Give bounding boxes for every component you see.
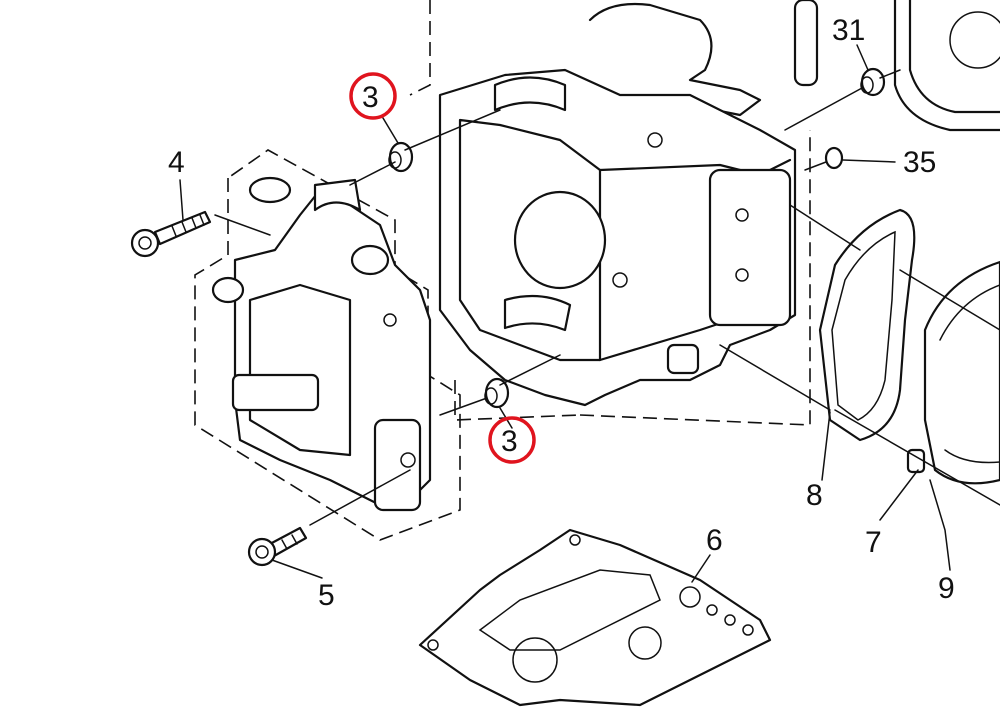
- bolt-hole: [735, 208, 749, 222]
- head-port: [211, 276, 245, 304]
- gasket-bore: [949, 11, 1000, 69]
- callout-31: 31: [832, 14, 865, 47]
- head-side-boss: [373, 418, 422, 512]
- highlight-circle-top: [349, 72, 397, 120]
- callout-4: 4: [168, 146, 185, 179]
- crankcase-dashed-boundary: [409, 0, 811, 426]
- callout-7: 7: [865, 526, 882, 559]
- gasket-port: [628, 626, 662, 660]
- gasket-hole: [569, 534, 581, 546]
- bolt-5: [247, 526, 308, 567]
- block-drain-fitting: [666, 343, 700, 375]
- gasket-port: [512, 637, 558, 683]
- callout-35: 35: [903, 146, 936, 179]
- block-mounting-face: [708, 168, 792, 327]
- dowel-pin-31: [860, 67, 886, 97]
- callout-9: 9: [938, 572, 955, 605]
- head-port: [350, 244, 390, 276]
- gasket-hole: [724, 614, 736, 626]
- cam-saddle: [313, 178, 362, 212]
- callout-8: 8: [806, 479, 823, 512]
- bolt-hole: [735, 268, 749, 282]
- gasket-hole: [706, 604, 718, 616]
- gasket-inner-outline: [478, 569, 661, 651]
- callout-5: 5: [318, 579, 335, 612]
- head-gasket-top: [893, 0, 1000, 132]
- callout-6: 6: [706, 524, 723, 557]
- exhaust-cover-inner: [939, 284, 1000, 464]
- assembly-guide-lines: [214, 69, 1000, 526]
- rod-part: [793, 0, 819, 87]
- gasket-hole: [742, 624, 754, 636]
- exhaust-cover: [923, 260, 1000, 485]
- cover-gasket: [818, 208, 916, 442]
- callout-3-top: 3: [362, 81, 379, 114]
- gasket-hole: [679, 586, 701, 608]
- bolt-hole: [383, 313, 397, 327]
- head-thermostat-boss: [248, 176, 292, 204]
- cover-gasket-inner: [831, 230, 896, 421]
- bolt-hole: [647, 132, 663, 148]
- bottom-bearing-saddle: [503, 294, 572, 332]
- head-inner-detail: [248, 283, 352, 457]
- bolt-hole: [400, 452, 416, 468]
- leader-lines: [179, 44, 951, 583]
- callout-3-bottom: 3: [501, 425, 518, 458]
- o-ring-35: [824, 146, 844, 170]
- top-bearing-saddle: [493, 76, 567, 112]
- upper-fitting: [588, 2, 762, 117]
- dowel-pin-bottom: [484, 377, 510, 409]
- dowel-pin-top: [388, 141, 414, 173]
- cylinder-bore: [513, 190, 607, 290]
- bolt-4: [130, 210, 212, 258]
- head-rib: [231, 373, 320, 412]
- cylinder-head-dashed-boundary: [194, 149, 461, 541]
- lower-gasket: [418, 528, 772, 707]
- gasket-hole: [427, 639, 439, 651]
- highlight-circle-bottom: [488, 416, 536, 464]
- bolt-hole: [612, 272, 628, 288]
